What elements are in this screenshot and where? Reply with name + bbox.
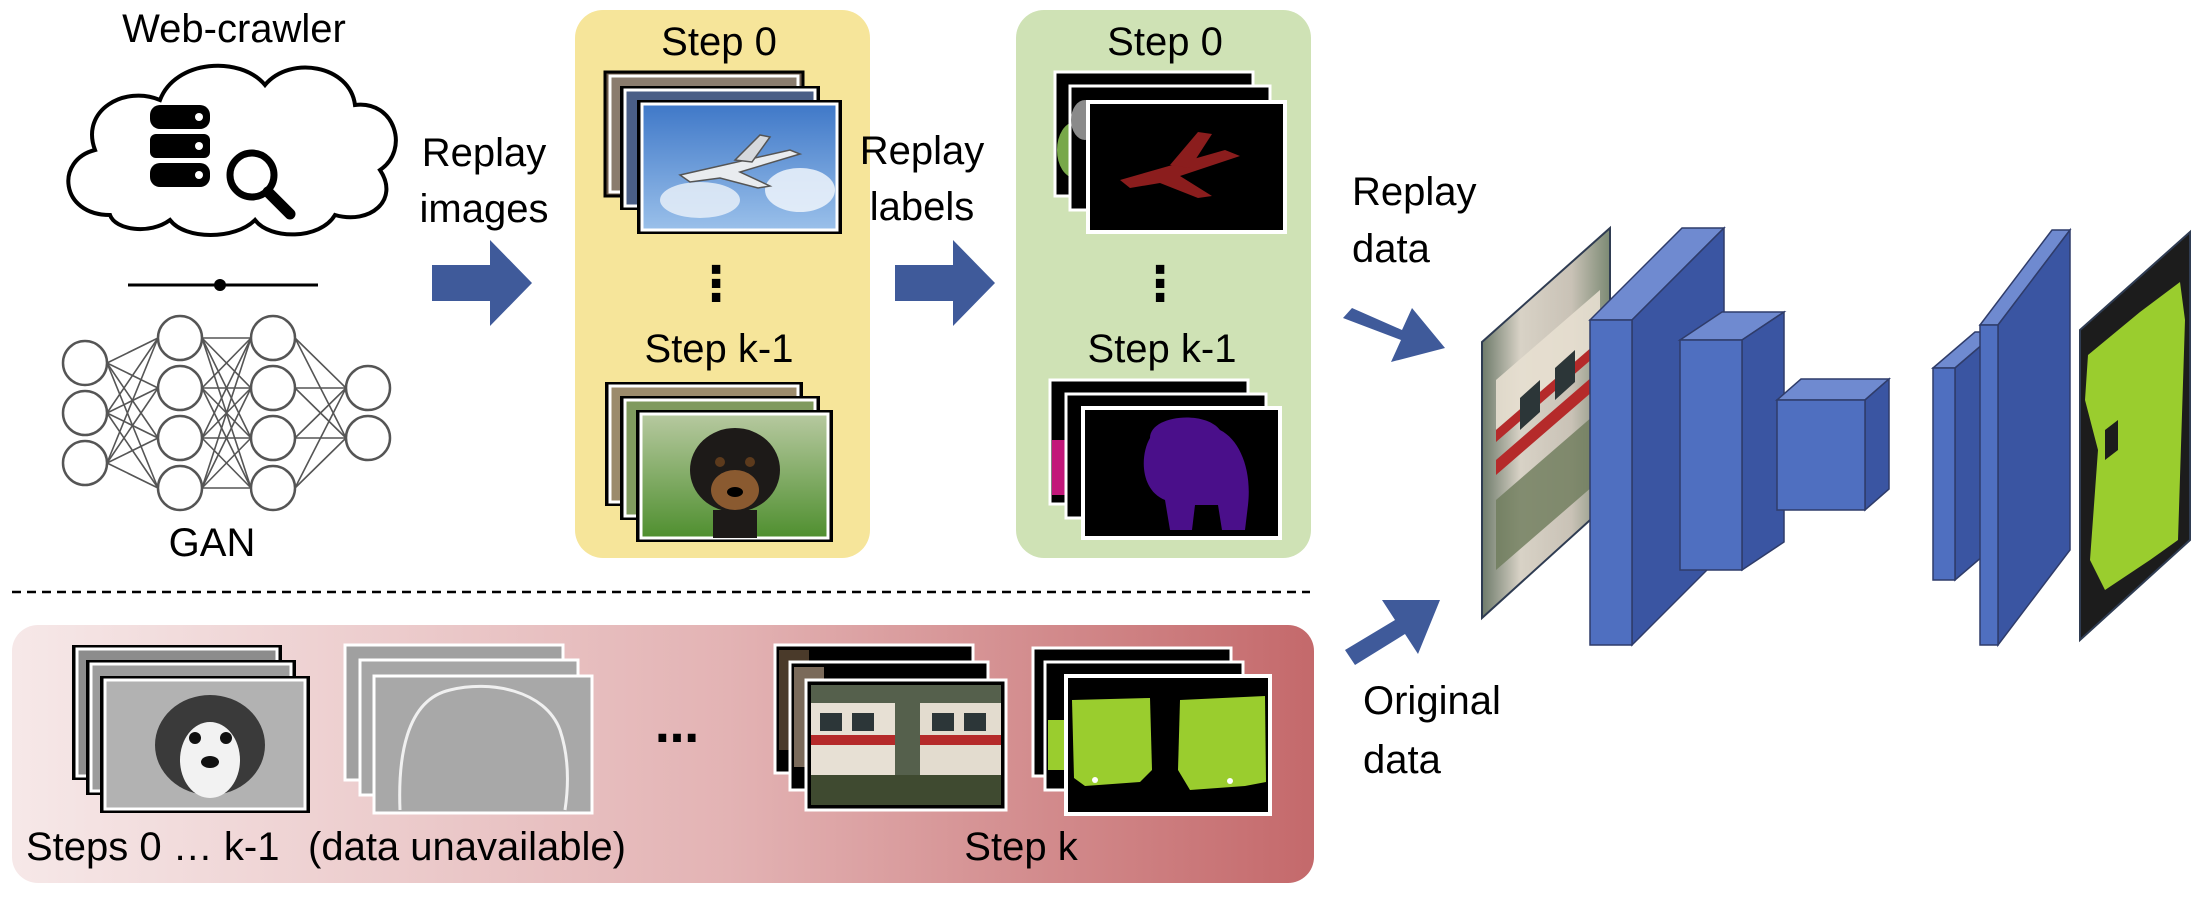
- nn-node: [156, 414, 204, 462]
- unavailable-label-stack: [343, 643, 594, 815]
- image-panel-bottom-label: Step k-1: [645, 327, 794, 371]
- nn-connection: [201, 337, 252, 389]
- nn-connection: [294, 387, 347, 439]
- replay-labels-label-line2: labels: [870, 185, 975, 229]
- replay-images-label-line1: Replay: [422, 131, 547, 175]
- dog-mask-shape: [1143, 417, 1249, 530]
- replay-images-arrow: [432, 240, 532, 326]
- neural-network-icon: [61, 314, 392, 512]
- gan-label: GAN: [169, 521, 256, 565]
- replay-label-stack-step0: [1053, 70, 1287, 234]
- nn-connection: [106, 337, 159, 464]
- replay-image-stack-stepk1: [605, 382, 833, 542]
- replay-labels-arrow: [895, 240, 995, 326]
- nn-node: [249, 364, 297, 412]
- nn-node: [249, 414, 297, 462]
- label-panel-ellipsis: ⋮: [1136, 256, 1184, 312]
- airplane-mask-shape: [1120, 132, 1240, 198]
- nn-connection: [106, 437, 159, 464]
- original-data-label-line1: Original: [1363, 679, 1501, 723]
- label-panel-top-label: Step 0: [1107, 20, 1223, 64]
- nn-node: [61, 389, 109, 437]
- nn-node: [156, 364, 204, 412]
- nn-node: [344, 364, 392, 412]
- database-icon: [150, 105, 210, 187]
- nn-connection: [201, 337, 252, 439]
- nn-node: [61, 339, 109, 387]
- encoder-block-2: [1677, 310, 1787, 572]
- nn-connection: [201, 337, 252, 489]
- nn-node: [156, 464, 204, 512]
- decoder-block-2: [1978, 227, 2072, 648]
- replay-image-stack-step0: [603, 70, 842, 234]
- replay-data-label-line2: data: [1352, 227, 1431, 271]
- dog-grayscale-shape: [155, 695, 265, 798]
- image-panel-ellipsis: ⋮: [692, 256, 740, 312]
- unavailable-image-stack: [72, 645, 310, 813]
- bottom-ellipsis: …: [655, 702, 699, 753]
- nn-connection: [106, 337, 159, 364]
- image-panel-top-label: Step 0: [661, 20, 777, 64]
- replay-label-stack-stepk1: [1048, 378, 1282, 540]
- original-data-label-line2: data: [1363, 738, 1442, 782]
- current-image-stack: [773, 643, 1008, 812]
- current-step-label: Step k: [964, 825, 1078, 869]
- output-mask-plane: [2079, 229, 2191, 643]
- nn-node: [249, 314, 297, 362]
- airplane-shape: [678, 134, 803, 189]
- original-data-arrow: [1345, 600, 1440, 665]
- input-image-plane: [1481, 225, 1611, 621]
- replay-images-label-line2: images: [420, 187, 549, 231]
- nn-connection: [294, 387, 347, 489]
- nn-node: [61, 439, 109, 487]
- current-label-stack: [1031, 646, 1272, 816]
- source-separator: [128, 279, 318, 291]
- magnifier-icon: [226, 149, 296, 220]
- replay-data-label-line1: Replay: [1352, 170, 1477, 214]
- data-unavailable-label: (data unavailable): [308, 825, 626, 869]
- nn-node: [249, 464, 297, 512]
- puppy-shape: [690, 428, 780, 538]
- nn-node: [156, 314, 204, 362]
- nn-connection: [294, 437, 347, 489]
- nn-connection: [106, 337, 159, 414]
- nn-connection: [201, 387, 252, 489]
- cloud-icon: [66, 63, 398, 237]
- nn-connection: [106, 462, 159, 489]
- steps-history-label: Steps 0 … k-1: [26, 825, 279, 869]
- nn-connection: [201, 437, 252, 489]
- nn-connection: [294, 337, 347, 389]
- replay-labels-label-line1: Replay: [860, 129, 985, 173]
- train-mask-shape: [1072, 696, 1266, 790]
- nn-connection: [106, 387, 159, 464]
- web-crawler-label: Web-crawler: [122, 7, 346, 51]
- replay-data-arrow: [1343, 308, 1445, 362]
- encoder-decoder-network: [1588, 226, 2072, 648]
- nn-node: [344, 414, 392, 462]
- bottleneck-block: [1775, 377, 1891, 512]
- label-panel-bottom-label: Step k-1: [1088, 327, 1237, 371]
